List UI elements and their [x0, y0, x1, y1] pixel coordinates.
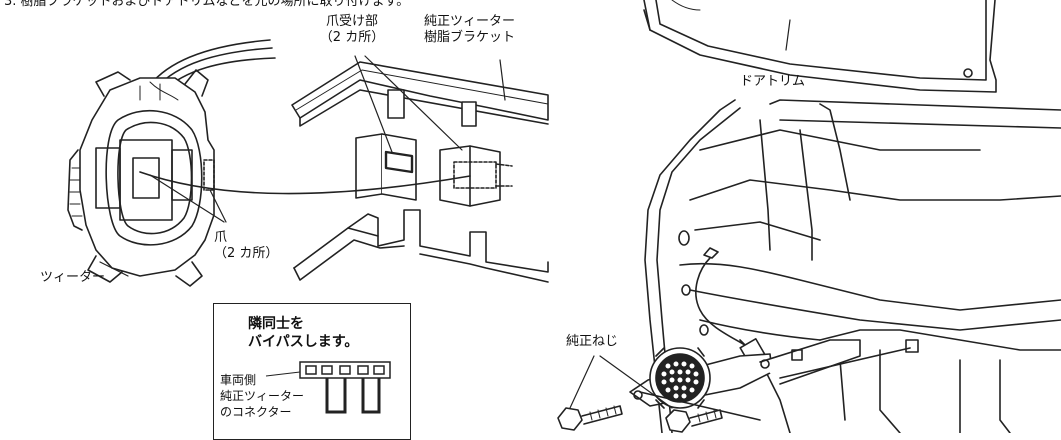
- genuine-tweeter-bracket-line2: 樹脂ブラケット: [424, 30, 516, 45]
- bypass-line1: 隣同士を: [248, 316, 304, 332]
- tweeter-illustration: [67, 39, 276, 287]
- claw-receiver-text: 爪受け部: [325, 14, 378, 29]
- connector-label-line3: のコネクター: [220, 405, 292, 419]
- connector-pins-diagram: [265, 361, 391, 414]
- door-tweeter-illustration: [629, 339, 919, 421]
- genuine-screw-label: 純正ねじ: [566, 334, 619, 349]
- claw-text: 爪: [214, 230, 228, 245]
- claw-receiver-count: （2 カ所）: [319, 30, 385, 45]
- genuine-tweeter-bracket-label: 純正ツィーター 樹脂ブラケット: [424, 14, 515, 46]
- bypass-line2: バイパスします。: [248, 334, 359, 350]
- door-trim-illustration: [643, 0, 997, 93]
- resin-bracket-illustration: [291, 61, 549, 283]
- vehicle-side-label: 車両側: [220, 373, 257, 387]
- claw-count: （2 カ所）: [214, 246, 279, 261]
- door-trim-label: ドアトリム: [740, 74, 806, 89]
- wire-line: [139, 171, 471, 195]
- genuine-tweeter-bracket-line1: 純正ツィーター: [424, 14, 516, 29]
- claw-label: 爪 （2 カ所）: [214, 230, 278, 262]
- instruction-text: 3. 樹脂ブラケットおよびドアトリムなどを元の場所に取り付けます。: [4, 0, 410, 9]
- bypass-connector-box: 隣同士を バイパスします。 車両側 純正ツィーター のコネクター: [213, 303, 411, 440]
- connector-label-line2: 純正ツィーター: [220, 389, 305, 403]
- screw-illustrations: [557, 405, 723, 433]
- tweeter-label: ツィーター: [40, 270, 106, 285]
- door-panel-illustration: [644, 99, 1061, 433]
- claw-receiver-label: 爪受け部 （2 カ所）: [313, 14, 391, 46]
